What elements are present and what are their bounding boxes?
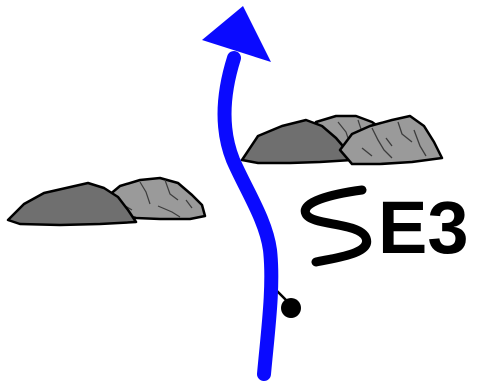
boulder-right-icon (242, 116, 442, 164)
serious-rating-squiggle-icon (305, 190, 366, 262)
grade-label: E3 (378, 186, 469, 269)
boulder-left-icon (8, 178, 205, 225)
blue-route-arrow (202, 6, 271, 374)
